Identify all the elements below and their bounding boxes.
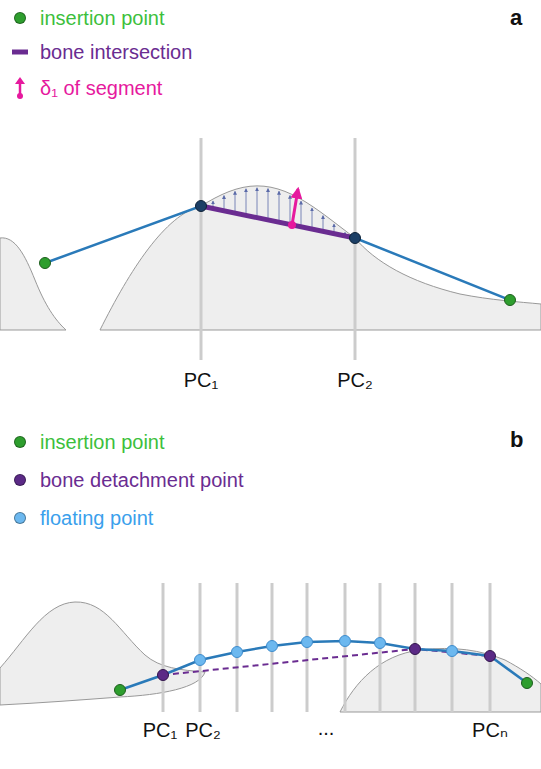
plane-label: PC₁ [143, 718, 178, 742]
legend-entry: bone detachment point [8, 468, 244, 492]
delta-arrow [334, 224, 335, 232]
bone [340, 648, 541, 712]
plane-line [344, 583, 347, 712]
plane-line [162, 583, 165, 712]
legend-swatch [8, 40, 32, 64]
intersection-point [196, 201, 207, 212]
plane-line [199, 583, 202, 712]
plane-line [354, 138, 357, 360]
floating-point [340, 636, 351, 647]
legend-swatch [8, 6, 32, 30]
insertion-point [505, 295, 516, 306]
muscle-path [45, 206, 510, 300]
legend-entry: insertion point [8, 6, 165, 30]
legend-entry: insertion point [8, 430, 165, 454]
legend-text: insertion point [40, 430, 165, 454]
delta-arrow [312, 208, 313, 227]
intersection-point [350, 233, 361, 244]
delta-arrow [213, 201, 214, 206]
bone [100, 186, 541, 330]
legend-text: bone detachment point [40, 468, 244, 492]
delta-arrow [279, 191, 280, 220]
floating-point [375, 638, 386, 649]
detachment-point [158, 670, 169, 681]
legend-swatch [8, 76, 32, 100]
delta-arrow [235, 191, 236, 211]
delta-arrow [290, 196, 291, 223]
panel-letter: b [510, 428, 523, 452]
insertion-point [40, 258, 51, 269]
legend-dot [14, 12, 26, 24]
detachment-point [485, 651, 496, 662]
floating-points [195, 636, 458, 666]
legend-symbol [8, 76, 32, 100]
delta-arrow [246, 189, 247, 214]
floating-point [267, 641, 278, 652]
legend-entry: bone intersection [8, 40, 192, 64]
legend-swatch [8, 506, 32, 530]
legend-swatch [8, 468, 32, 492]
legend-dot [17, 93, 23, 99]
legend-dot [14, 436, 26, 448]
plane-lines [163, 583, 490, 712]
delta-arrow [292, 189, 298, 225]
legend-dot [14, 474, 26, 486]
panel-letter: a [510, 6, 522, 30]
plane-label: PCₙ [472, 718, 508, 742]
bone-chord [163, 649, 490, 675]
plane-label: PC₂ [185, 718, 221, 742]
legend-line [12, 50, 28, 55]
delta-arrow [268, 189, 269, 218]
legend-symbol [8, 40, 32, 64]
bone-intersection [201, 206, 355, 238]
delta-arrow [224, 196, 225, 209]
muscle-path [120, 641, 527, 690]
bone [0, 602, 205, 705]
legend-dot [14, 512, 26, 524]
delta-arrow [301, 201, 302, 225]
legend-swatch [8, 430, 32, 454]
insertion-point [522, 678, 533, 689]
plane-label: PC₁ [184, 368, 219, 392]
plane-line [489, 583, 492, 712]
legend-text: floating point [40, 506, 153, 530]
floating-point [232, 647, 243, 658]
floating-point [447, 646, 458, 657]
bone [0, 238, 66, 330]
legend-entry: δ₁ of segment [8, 76, 162, 100]
plane-label: ... [318, 716, 335, 740]
floating-point [195, 655, 206, 666]
legend-text: bone intersection [40, 40, 192, 64]
legend-entry: floating point [8, 506, 153, 530]
plane-line [200, 138, 203, 360]
floating-point [302, 637, 313, 648]
delta-arrow [323, 216, 324, 230]
plane-label: PC₂ [337, 368, 373, 392]
delta-arrow [257, 188, 258, 216]
delta-dot [288, 221, 296, 229]
legend-arrowhead [15, 77, 25, 84]
insertion-point [115, 685, 126, 696]
detachment-point [410, 644, 421, 655]
legend-text: insertion point [40, 6, 165, 30]
legend-text: δ₁ of segment [40, 76, 162, 100]
